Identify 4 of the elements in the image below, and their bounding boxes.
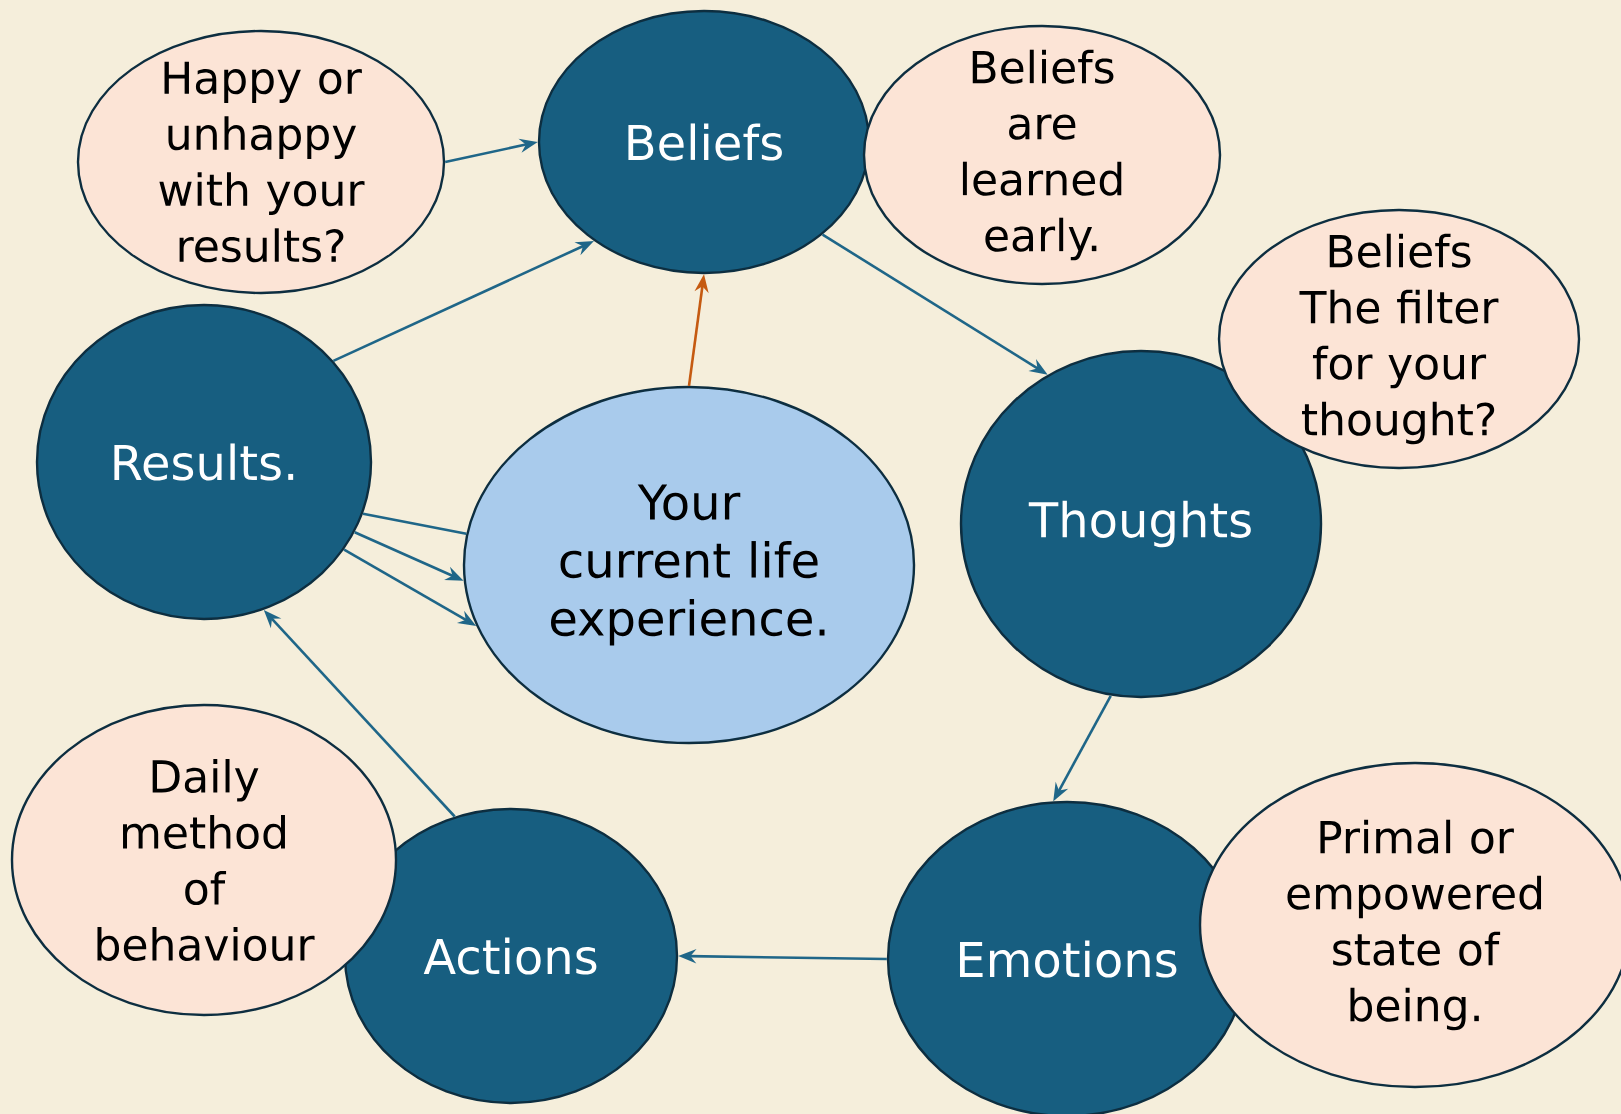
circle-node: Emotions [886, 800, 1248, 1114]
circle-node: Beliefs [537, 9, 871, 275]
circle-node: Actions [343, 807, 679, 1105]
circle-node: Results. [35, 303, 373, 621]
